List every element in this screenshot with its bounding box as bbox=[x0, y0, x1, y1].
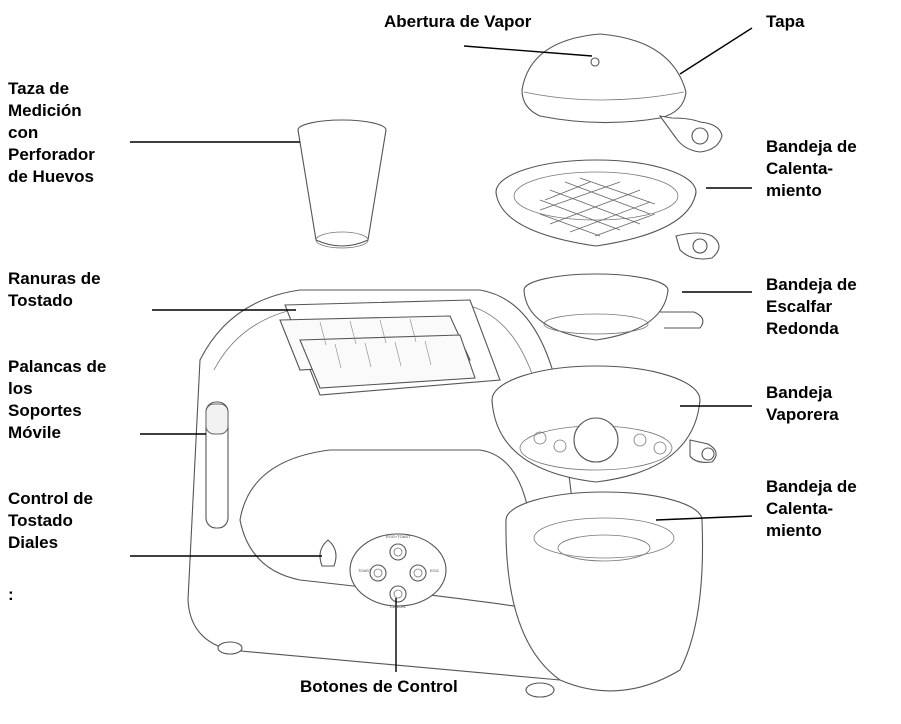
toaster-drawing bbox=[187, 289, 592, 698]
warming-tray-top-label: Bandeja de Calenta- miento bbox=[766, 137, 857, 200]
colon-mark: : bbox=[8, 585, 14, 604]
measuring-cup-drawing bbox=[297, 119, 387, 249]
lid-drawing bbox=[521, 33, 723, 153]
steamer-tray-drawing bbox=[491, 365, 717, 483]
warming-tray-top-drawing bbox=[495, 159, 720, 260]
poach-tray-label: Bandeja de Escalfar Redonda bbox=[766, 275, 857, 338]
panel-btn-right-label: EGG bbox=[430, 568, 439, 573]
warming-tray-bottom-label: Bandeja de Calenta- miento bbox=[766, 477, 857, 540]
warming-tray-bottom-drawing bbox=[505, 491, 704, 692]
lid-label: Tapa bbox=[766, 12, 805, 31]
poach-tray-drawing bbox=[523, 273, 704, 341]
control-buttons-label: Botones de Control bbox=[300, 677, 458, 696]
toast-slots-label: Ranuras de Tostado bbox=[8, 269, 101, 310]
panel-btn-left-label: TOAST bbox=[358, 568, 372, 573]
steamer-tray-label: Bandeja Vaporera bbox=[766, 383, 839, 424]
panel-btn-bottom-label: CANCEL bbox=[390, 604, 407, 609]
leader-lines bbox=[130, 27, 753, 672]
carriage-levers-label: Palancas de los Soportes Móvile bbox=[8, 357, 107, 442]
measuring-cup-label: Taza de Medición con Perforador de Huevo… bbox=[8, 79, 95, 186]
browning-control-label: Control de Tostado Diales bbox=[8, 489, 93, 552]
steam-vent-label: Abertura de Vapor bbox=[384, 12, 532, 31]
control-panel bbox=[349, 533, 447, 607]
panel-btn-top-label: EGG+TOAST bbox=[386, 534, 411, 539]
